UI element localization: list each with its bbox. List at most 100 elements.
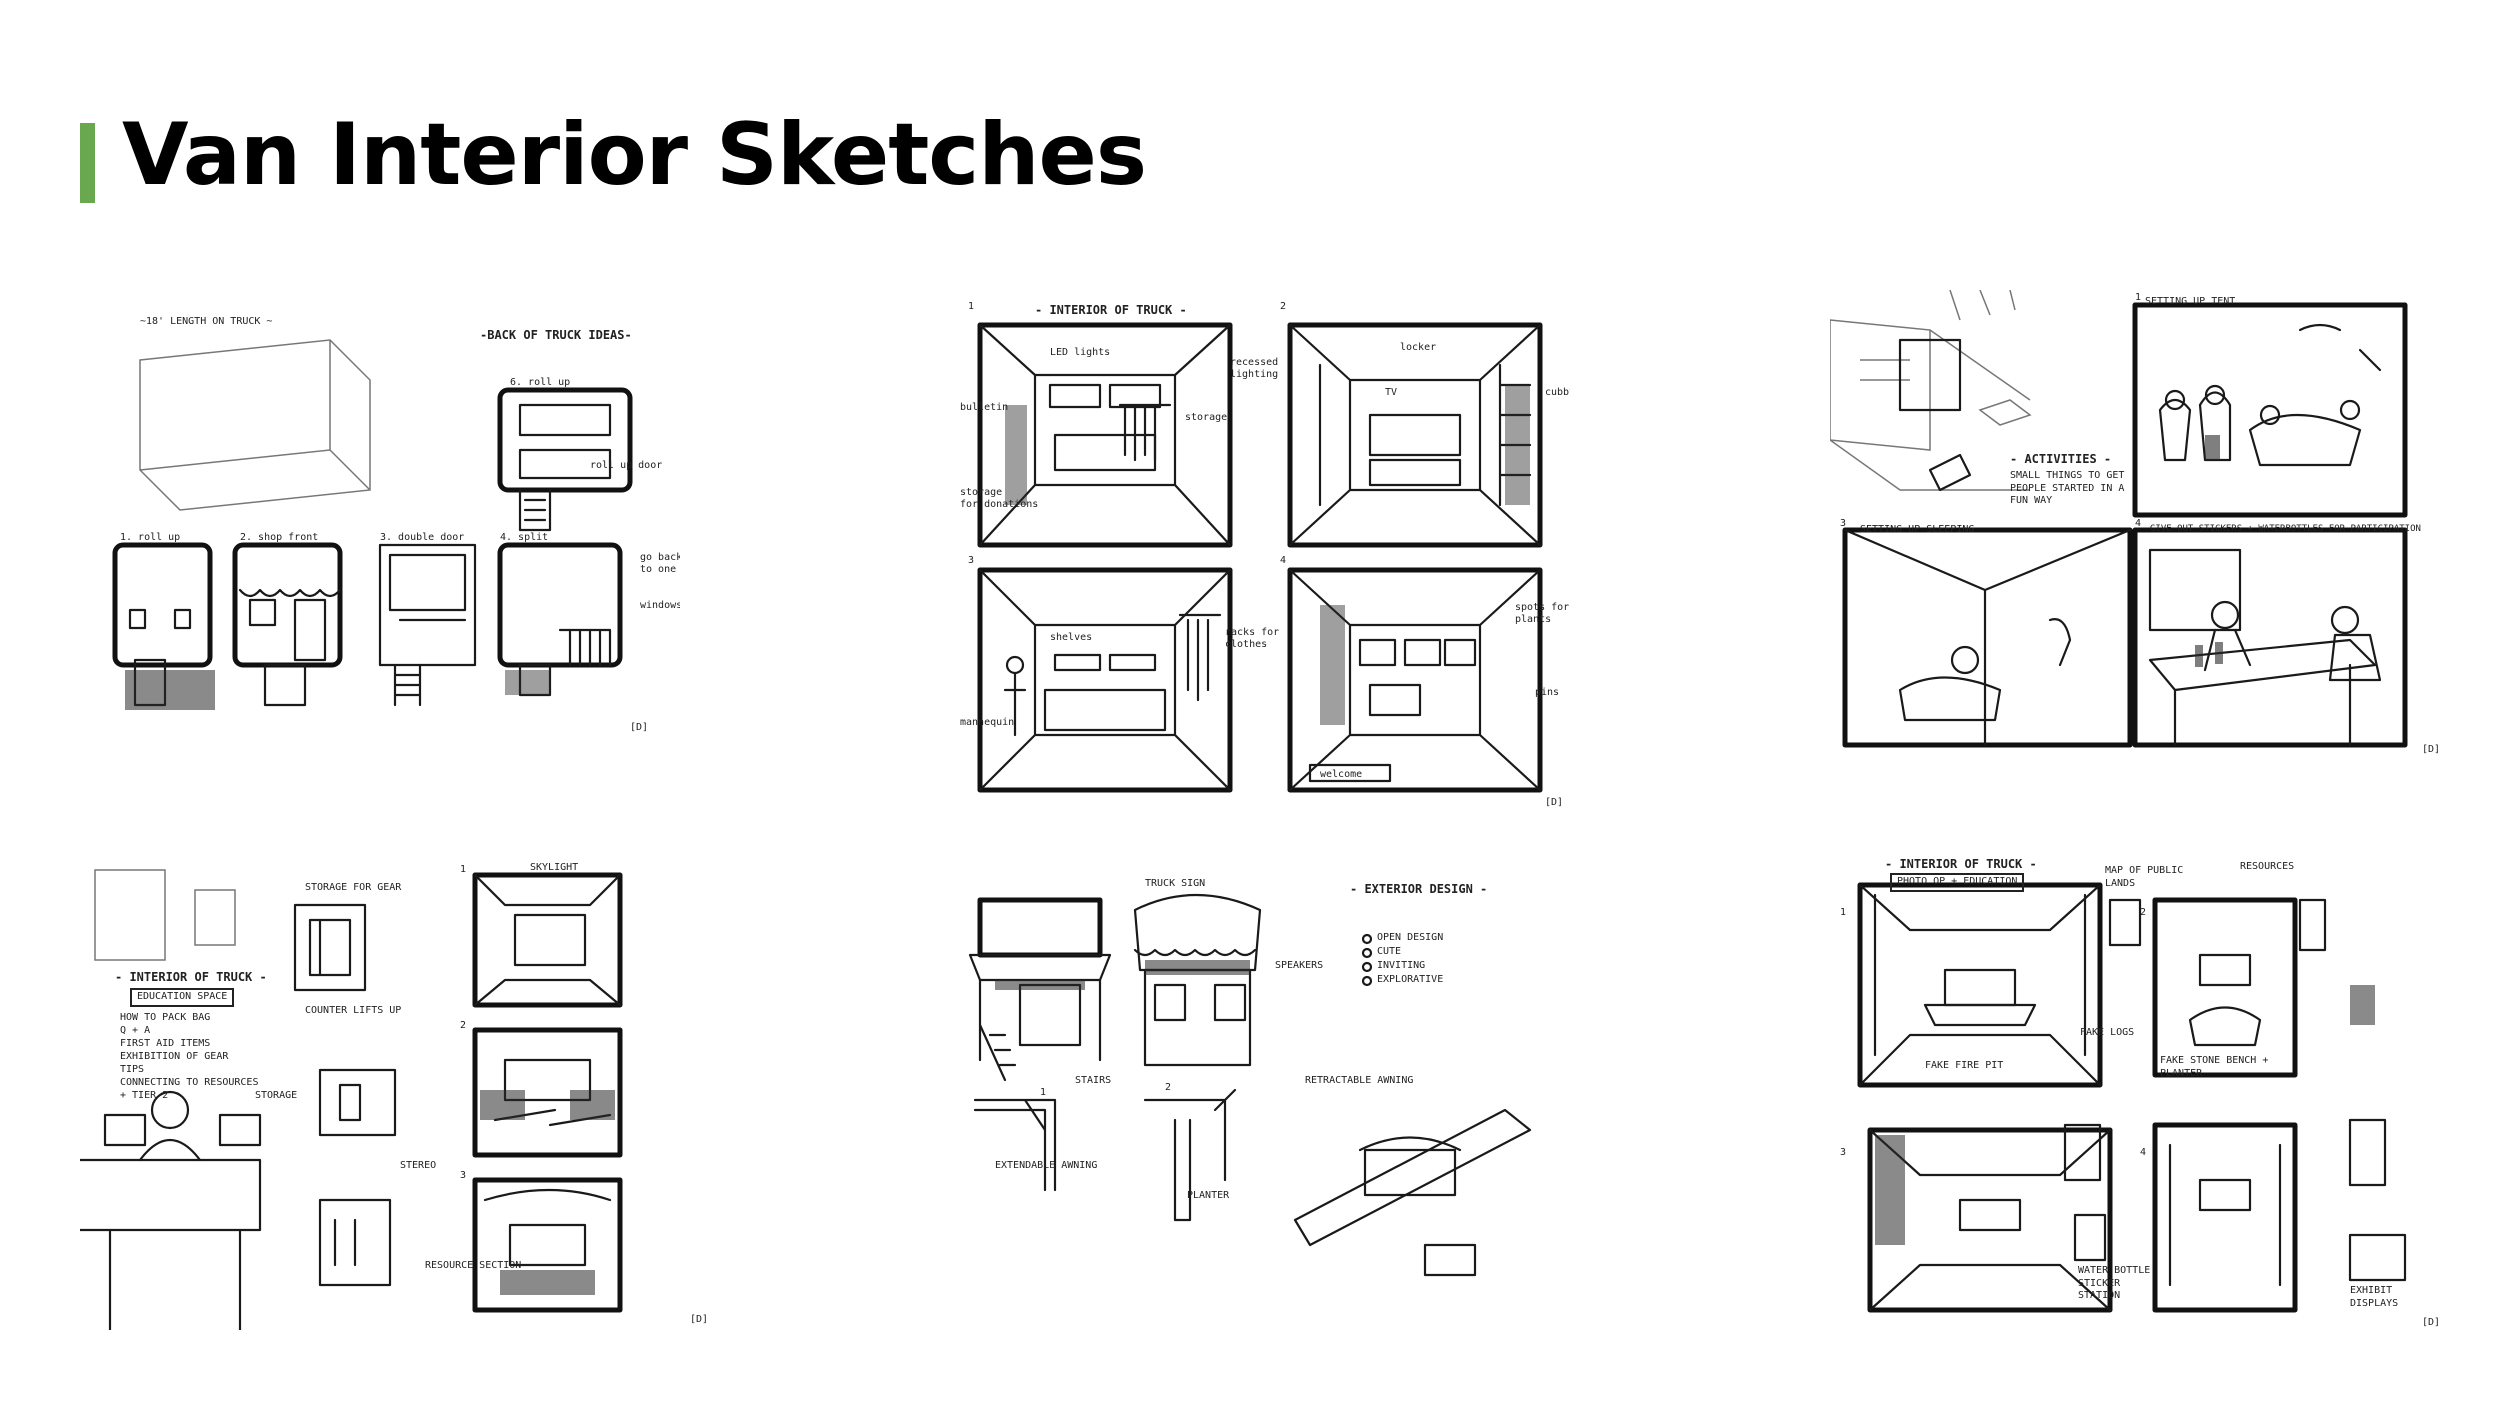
education-label-storage-gear: Storage for Gear <box>305 882 402 893</box>
back-of-truck-dimensions: ~18' Length on Truck ~ <box>140 316 273 327</box>
svg-text:to one: to one <box>640 564 676 575</box>
title-accent-bar <box>80 123 95 203</box>
svg-text:1: 1 <box>2135 292 2141 303</box>
exterior-list-3: Inviting <box>1377 960 1426 971</box>
education-subheading: Education Space <box>130 988 235 1007</box>
svg-text:1: 1 <box>1840 907 1846 918</box>
svg-text:[D]: [D] <box>2422 1317 2440 1328</box>
exterior-label-extendable: Extendable Awning <box>995 1160 1098 1171</box>
back-of-truck-heading: -Back of Truck Ideas- <box>480 328 632 342</box>
svg-text:windows: windows <box>640 600 680 611</box>
photo-op-heading: - Interior of Truck - <box>1885 857 2037 871</box>
exterior-heading: - Exterior Design - <box>1350 882 1488 896</box>
svg-text:welcome: welcome <box>1320 769 1362 780</box>
education-label-counter: Counter Lifts up <box>305 1005 402 1016</box>
education-list-3: First Aid items <box>120 1038 211 1049</box>
svg-text:pins: pins <box>1535 687 1559 698</box>
exterior-list-2: Cute <box>1377 946 1402 957</box>
svg-text:LED lights: LED lights <box>1050 347 1110 358</box>
sketch-exterior-design: 12 - Exterior Design - Open Design Cute … <box>965 860 1565 1330</box>
svg-text:for donations: for donations <box>960 499 1038 510</box>
svg-text:4: 4 <box>1280 555 1286 566</box>
svg-text:plants: plants <box>1515 614 1551 625</box>
photo-op-label-bench: Fake Stone Bench + Planter <box>2160 1055 2269 1079</box>
education-label-storage: Storage <box>255 1090 298 1101</box>
svg-text:1: 1 <box>1040 1087 1046 1098</box>
education-list-5: Tips <box>120 1064 145 1075</box>
photo-op-label-fake-logs: Fake Logs <box>2080 1027 2135 1038</box>
svg-text:1: 1 <box>968 301 974 312</box>
svg-text:4: 4 <box>2140 1147 2146 1158</box>
svg-text:1. roll up: 1. roll up <box>120 532 180 543</box>
svg-text:2: 2 <box>1280 301 1286 312</box>
sketch-education-space: 1 2 3 [D] - Interior of Truck - Education … <box>80 860 710 1330</box>
svg-text:[D]: [D] <box>690 1314 708 1325</box>
svg-text:3: 3 <box>1840 518 1846 529</box>
photo-op-label-exhibit: Exhibit Displays <box>2350 1285 2399 1309</box>
svg-text:shelves: shelves <box>1050 632 1092 643</box>
activities-panel-4-caption: Give out Stickers + Waterbottles for Par… <box>2150 524 2421 534</box>
education-list-6: Connecting to Resources + Tier 2 <box>120 1077 259 1101</box>
activities-drawing: 1 3 4 [D] <box>1830 290 2440 755</box>
exterior-label-retractable: Retractable Awning <box>1305 1075 1414 1086</box>
exterior-label-stairs: Stairs <box>1075 1075 1112 1086</box>
svg-text:3: 3 <box>1840 1147 1846 1158</box>
exterior-label-speakers: Speakers <box>1275 960 1324 971</box>
svg-text:4: 4 <box>2135 518 2141 529</box>
interior-of-truck-heading: - Interior of Truck - <box>1035 303 1187 317</box>
photo-op-label-fire-pit: Fake Fire Pit <box>1925 1060 2004 1071</box>
sketch-back-of-truck: roll up door 6. roll up go back to one 1… <box>80 290 680 750</box>
exterior-label-truck-sign: Truck Sign <box>1145 878 1206 889</box>
svg-text:3: 3 <box>460 1170 466 1181</box>
photo-op-label-resources: Resources <box>2240 861 2295 872</box>
svg-text:3: 3 <box>968 555 974 566</box>
activities-subtext: Small things to get people started in a … <box>2010 470 2125 506</box>
svg-text:2. shop front: 2. shop front <box>240 532 318 543</box>
exterior-label-planter: Planter <box>1187 1190 1230 1201</box>
svg-text:2: 2 <box>1165 1082 1171 1093</box>
exterior-list-1: Open Design <box>1377 932 1444 943</box>
education-list-1: How to pack bag <box>120 1012 211 1023</box>
svg-text:recessed: recessed <box>1230 357 1278 368</box>
svg-text:1: 1 <box>460 864 466 875</box>
education-list-2: Q + A <box>120 1025 151 1036</box>
svg-text:6. roll up: 6. roll up <box>510 377 570 388</box>
education-space-drawing: 1 2 3 [D] <box>80 864 708 1330</box>
svg-text:3. double door: 3. double door <box>380 532 464 543</box>
svg-text:[D]: [D] <box>1545 797 1563 808</box>
svg-text:spots for: spots for <box>1515 602 1569 613</box>
svg-text:[D]: [D] <box>2422 744 2440 755</box>
svg-text:bulletin: bulletin <box>960 402 1008 413</box>
svg-text:storage: storage <box>1185 412 1227 423</box>
back-of-truck-drawing: roll up door 6. roll up go back to one 1… <box>112 339 680 733</box>
svg-text:[D]: [D] <box>630 722 648 733</box>
education-list-4: Exhibition of Gear <box>120 1051 229 1062</box>
activities-heading: - Activities - <box>2010 452 2112 466</box>
svg-text:racks for: racks for <box>1225 627 1279 638</box>
svg-text:locker: locker <box>1400 342 1436 353</box>
svg-text:lighting: lighting <box>1230 369 1278 380</box>
education-label-resource-section: Resource Section <box>425 1260 522 1271</box>
exterior-list-4: Explorative <box>1377 974 1444 985</box>
svg-text:TV: TV <box>1385 387 1397 398</box>
svg-text:2: 2 <box>460 1020 466 1031</box>
page-title: Van Interior Sketches <box>122 105 1147 205</box>
svg-text:clothes: clothes <box>1225 639 1267 650</box>
education-label-stereo: Stereo <box>400 1160 437 1171</box>
svg-text:storage: storage <box>960 487 1002 498</box>
education-heading: - Interior of Truck - <box>115 970 267 984</box>
svg-text:roll up door: roll up door <box>590 460 662 471</box>
activities-panel-3-caption: Setting up Sleeping <box>1860 524 1975 535</box>
activities-panel-1-caption: Setting up Tent <box>2145 296 2236 307</box>
education-label-skylight: Skylight <box>530 862 579 873</box>
photo-op-subheading: Photo Op + Education <box>1890 873 2025 892</box>
svg-text:4. split: 4. split <box>500 532 548 543</box>
svg-text:mannequin: mannequin <box>960 717 1014 728</box>
svg-text:go back: go back <box>640 552 680 563</box>
svg-text:cubby: cubby <box>1545 387 1570 398</box>
